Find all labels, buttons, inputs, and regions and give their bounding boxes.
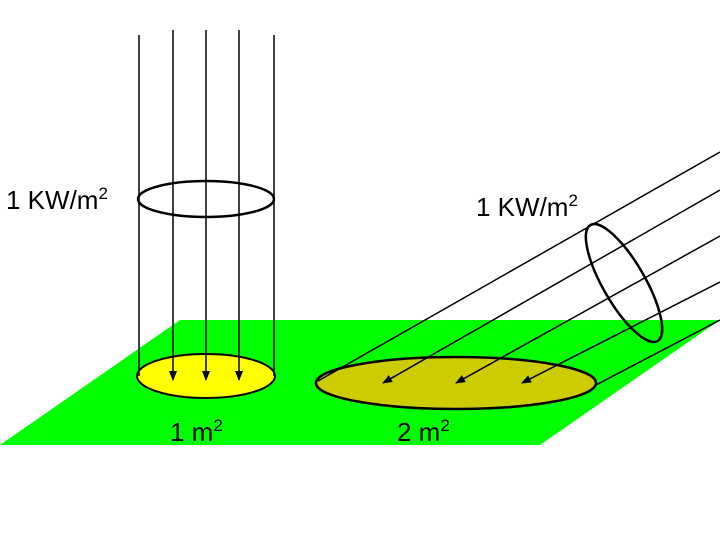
- slanted-ray-arrow: [521, 281, 720, 384]
- vertical-beam-cross-section: [136, 179, 276, 219]
- area-label-large: 2 m2: [397, 416, 450, 447]
- slanted-ray-arrow: [455, 235, 720, 384]
- slanted-beam-edge-bottom: [595, 319, 720, 386]
- slanted-beam-cross-section: [584, 222, 664, 344]
- slanted-beam-edge-top: [317, 151, 720, 382]
- flux-label-slanted: 1 KW/m2: [476, 191, 578, 222]
- area-label-small: 1 m2: [170, 416, 223, 447]
- flux-label-vertical: 1 KW/m2: [6, 184, 108, 215]
- slanted-ray-arrow: [382, 189, 720, 384]
